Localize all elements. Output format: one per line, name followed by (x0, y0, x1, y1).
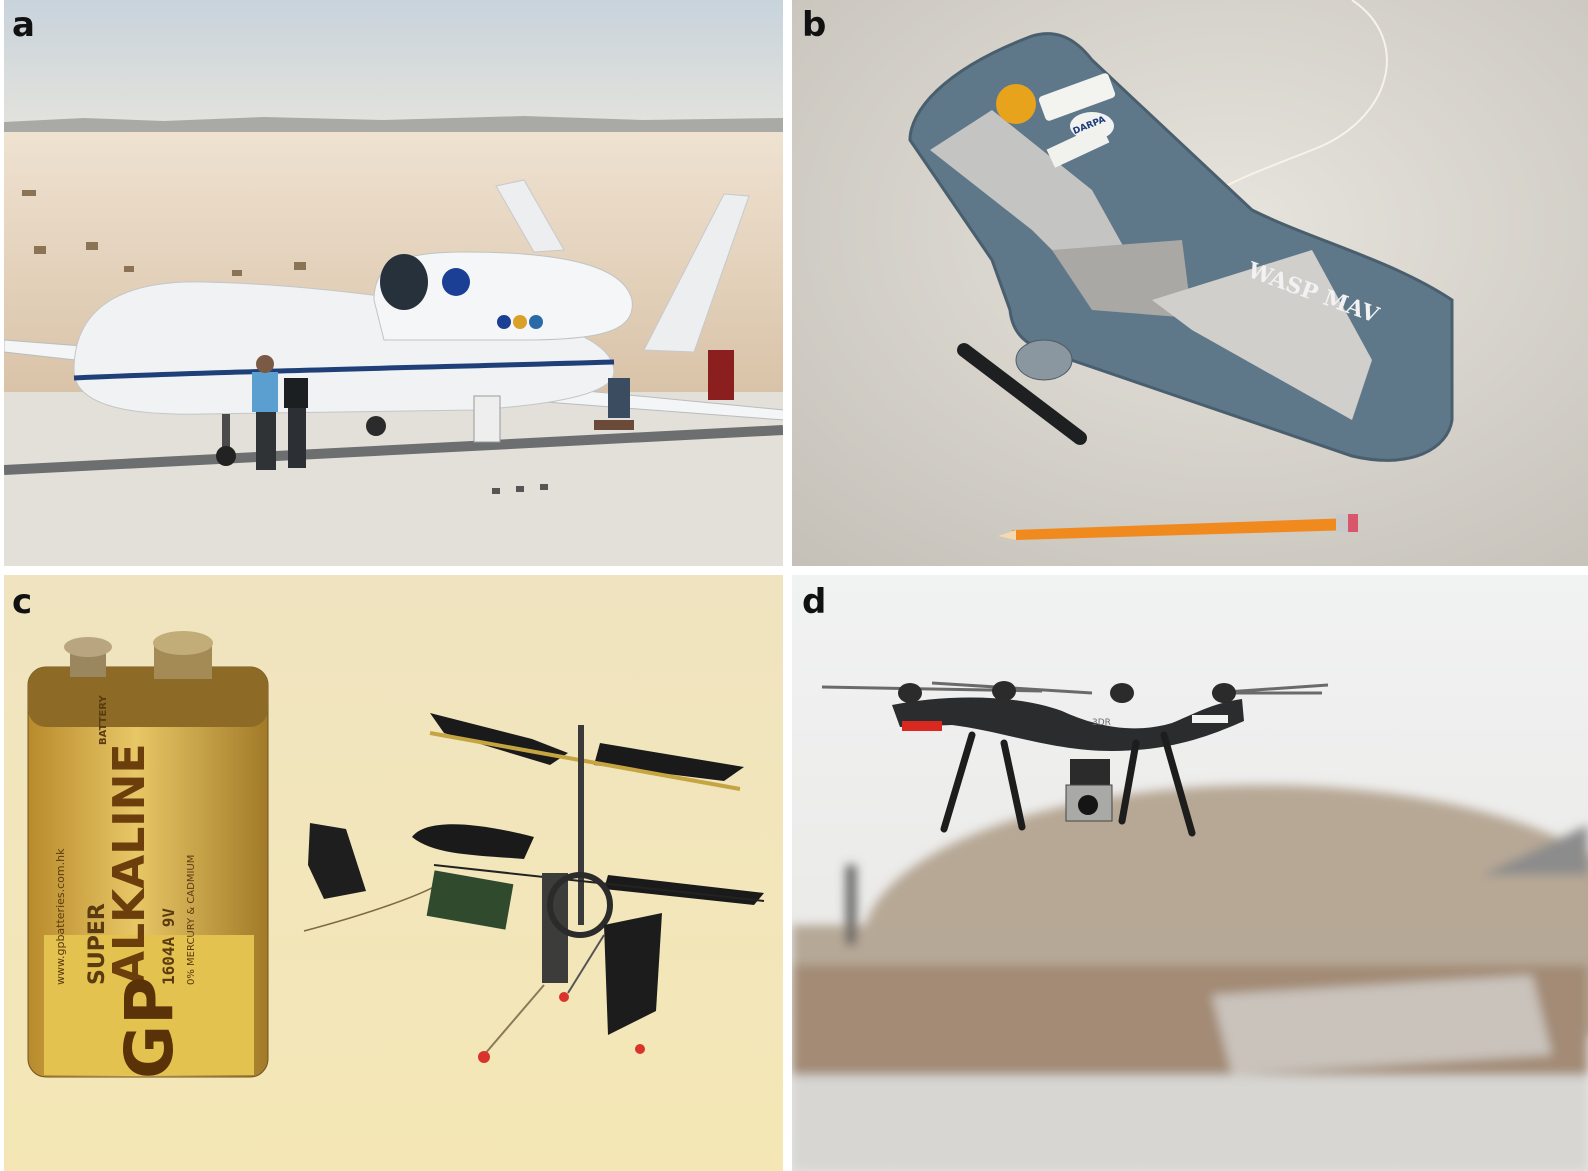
battery-brand-text: GP (111, 976, 188, 1079)
battery-web-text: www.gpbatteries.com.hk (54, 848, 67, 985)
drone-logo-text: 3DR (1092, 718, 1111, 728)
global-hawk-uav-icon (4, 0, 783, 566)
photo-panel-b: WASP MAV DARPA (792, 0, 1588, 566)
panel-label-c: c (12, 582, 33, 622)
micro-helicopter-icon: SUPER ALKALINE BATTERY 1604A 9V 0% MERCU… (4, 575, 783, 1171)
quadcopter-icon: 3DR (792, 575, 1588, 1171)
wasp-mav-icon: WASP MAV DARPA (792, 0, 1588, 566)
battery-type-text: BATTERY (98, 695, 109, 745)
battery-model-text: 1604A 9V (159, 908, 178, 985)
battery-super-text: SUPER (85, 903, 110, 985)
panel-label-b: b (802, 5, 827, 45)
panel-label-a: a (12, 5, 35, 45)
photo-panel-a (4, 0, 783, 566)
photo-panel-d: 3DR (792, 575, 1588, 1171)
battery-note-text: 0% MERCURY & CADMIUM (186, 855, 197, 985)
photo-panel-c: SUPER ALKALINE BATTERY 1604A 9V 0% MERCU… (4, 575, 783, 1171)
battery-alkaline-text: ALKALINE (104, 743, 155, 985)
panel-label-d: d (802, 582, 827, 622)
